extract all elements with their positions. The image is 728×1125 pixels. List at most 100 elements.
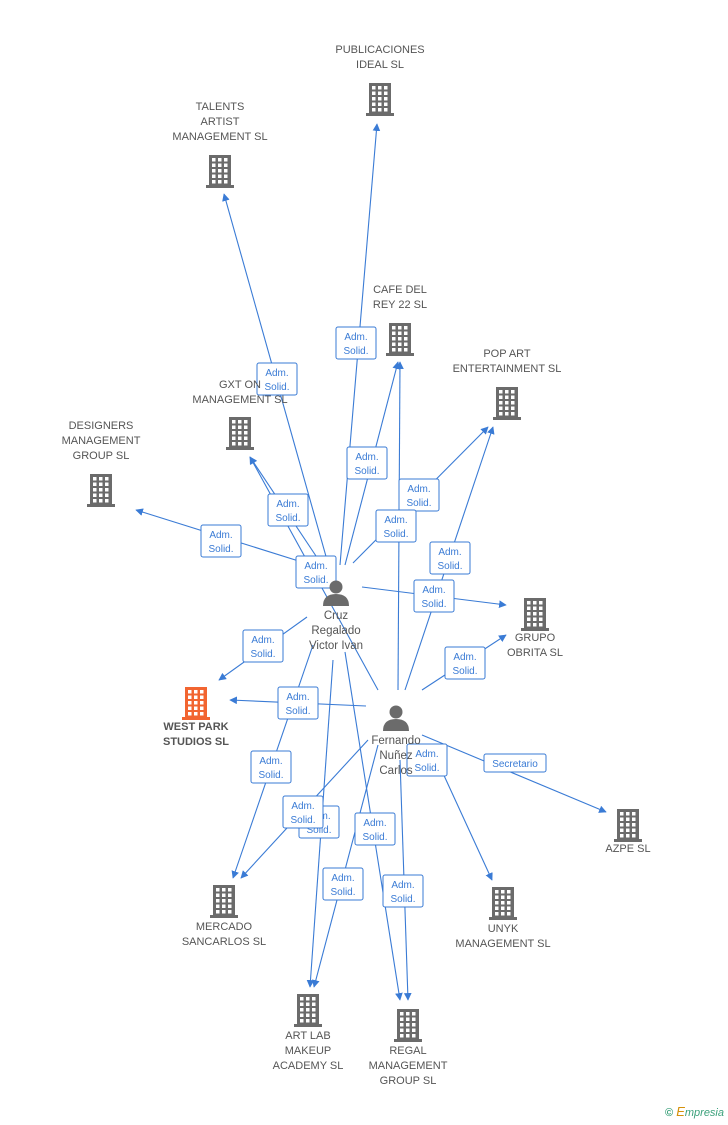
edge-label-box: [322, 867, 364, 901]
node-publicaciones[interactable]: PUBLICACIONES IDEAL SL: [335, 44, 425, 116]
edge-label-text: Solid.: [285, 706, 310, 717]
edge-label-text: Adm.: [391, 880, 414, 891]
edge-label-cruz-westpark[interactable]: Adm.Solid.: [242, 629, 284, 663]
node-label-line: AZPE SL: [605, 843, 650, 855]
edge-label-cruz-designers[interactable]: Adm. Solid.: [200, 524, 242, 558]
node-azpe[interactable]: AZPE SL: [605, 809, 651, 855]
node-label-line: POP ART: [483, 348, 531, 360]
edge-label-text: Solid.: [414, 763, 439, 774]
building-icon: [87, 474, 115, 507]
edge-label-box: [282, 795, 324, 829]
edge-label-text: Solid.: [208, 544, 233, 555]
edge-label-text: Secretario: [492, 759, 538, 770]
edge-label-text: Solid.: [290, 815, 315, 826]
node-label-line: MERCADO: [196, 921, 253, 933]
edge-label-cruz-regal[interactable]: Adm.Solid.: [354, 812, 396, 846]
node-label-line: Cruz: [324, 610, 349, 622]
node-label-line: MANAGEMENT: [62, 435, 141, 447]
node-label-line: Carlos: [379, 765, 412, 777]
brand-initial: E: [676, 1104, 685, 1119]
node-mercado[interactable]: MERCADO SANCARLOS SL: [182, 885, 266, 948]
edge-label-cruz-cafe[interactable]: Adm.Solid.: [346, 446, 388, 480]
edge-label-box: [398, 478, 440, 512]
edge-label-text: Solid.: [264, 382, 289, 393]
building-icon: [206, 155, 234, 188]
edge-label-fernando-popart[interactable]: Adm.Solid.: [429, 541, 471, 575]
edge-label-text: Adm.: [331, 873, 354, 884]
edge-label-cruz-talents[interactable]: Adm.Solid.: [256, 362, 298, 396]
edge-label-text: Solid.: [250, 649, 275, 660]
edge-label-text: Solid.: [390, 894, 415, 905]
edge-label-fernando-azpe[interactable]: Secretario: [483, 753, 547, 773]
edge-label-text: Adm.: [438, 547, 461, 558]
edge-label-box: [267, 493, 309, 527]
edge-label-text: Solid.: [406, 498, 431, 509]
building-icon: [210, 885, 238, 918]
edge-label-text: Solid.: [303, 575, 328, 586]
edge-label-cruz-mercado[interactable]: Adm.Solid.: [250, 750, 292, 784]
node-label-line: IDEAL SL: [356, 59, 404, 71]
edge-label-box: [354, 812, 396, 846]
node-label-line: MANAGEMENT SL: [192, 394, 287, 406]
edge-label-fernando-gxt[interactable]: Adm. Solid.: [295, 555, 337, 589]
edge-label-cruz-grupo[interactable]: Adm. Solid.: [413, 579, 455, 613]
edge-label-text: Adm.: [304, 561, 327, 572]
edge-label-fernando-westpark[interactable]: Adm.Solid.: [277, 686, 319, 720]
edge-label-text: Adm.: [453, 652, 476, 663]
edge-label-fernando-cafe[interactable]: Adm.Solid.: [375, 509, 417, 543]
edge-label-box: [444, 646, 486, 680]
edge-label-text: Solid.: [258, 770, 283, 781]
building-icon: [226, 417, 254, 450]
building-icon: [366, 83, 394, 116]
edge-label-text: Solid.: [383, 529, 408, 540]
building-icon: [386, 323, 414, 356]
edge-label-text: Solid.: [306, 825, 331, 836]
node-label-line: TALENTS: [196, 101, 245, 113]
edge-label-text: Adm.: [422, 585, 445, 596]
edge-label-fernando-mercado[interactable]: Adm.Solid.: [282, 795, 324, 829]
building-icon: [394, 1009, 422, 1042]
building-icon: [521, 598, 549, 631]
edge-label-fernando-unyk[interactable]: Adm.Solid.: [406, 743, 448, 777]
edge-label-cruz-gxt[interactable]: Adm.Solid.: [267, 493, 309, 527]
edge-label-box: [346, 446, 388, 480]
edge-label-box: [413, 579, 455, 613]
building-icon: [489, 887, 517, 920]
edge-label-box: [242, 629, 284, 663]
edge-label-fernando-artlab[interactable]: Adm. Solid.: [322, 867, 364, 901]
edge-label-text: Adm.: [209, 530, 232, 541]
edge-label-cruz-popart[interactable]: Adm.Solid.: [398, 478, 440, 512]
node-label-line: MANAGEMENT SL: [455, 938, 550, 950]
node-label-line: WEST PARK: [163, 721, 228, 733]
edge-fernando-artlab: [312, 744, 379, 988]
edge-label-text: Solid.: [452, 666, 477, 677]
node-label-line: PUBLICACIONES: [335, 44, 424, 56]
node-label-line: SANCARLOS SL: [182, 936, 266, 948]
edge-label-text: Solid.: [421, 599, 446, 610]
edge-label-box: [295, 555, 337, 589]
node-label-line: REGAL: [389, 1045, 426, 1057]
edge-label-fernando-regal[interactable]: Adm. Solid.: [382, 874, 424, 908]
node-label-line: REY 22 SL: [373, 299, 427, 311]
footer-brand[interactable]: © Empresia: [665, 1104, 724, 1119]
node-label-line: MANAGEMENT SL: [172, 131, 267, 143]
person-icon: [323, 580, 349, 606]
edge-label-fernando-grupo[interactable]: Adm. Solid.: [444, 646, 486, 680]
node-label-line: ART LAB: [285, 1030, 330, 1042]
building-icon: [294, 994, 322, 1027]
edge-label-cruz-publicaciones[interactable]: Adm.Solid.: [335, 326, 377, 360]
edge-label-box: [382, 874, 424, 908]
edge-label-text: Solid.: [330, 887, 355, 898]
